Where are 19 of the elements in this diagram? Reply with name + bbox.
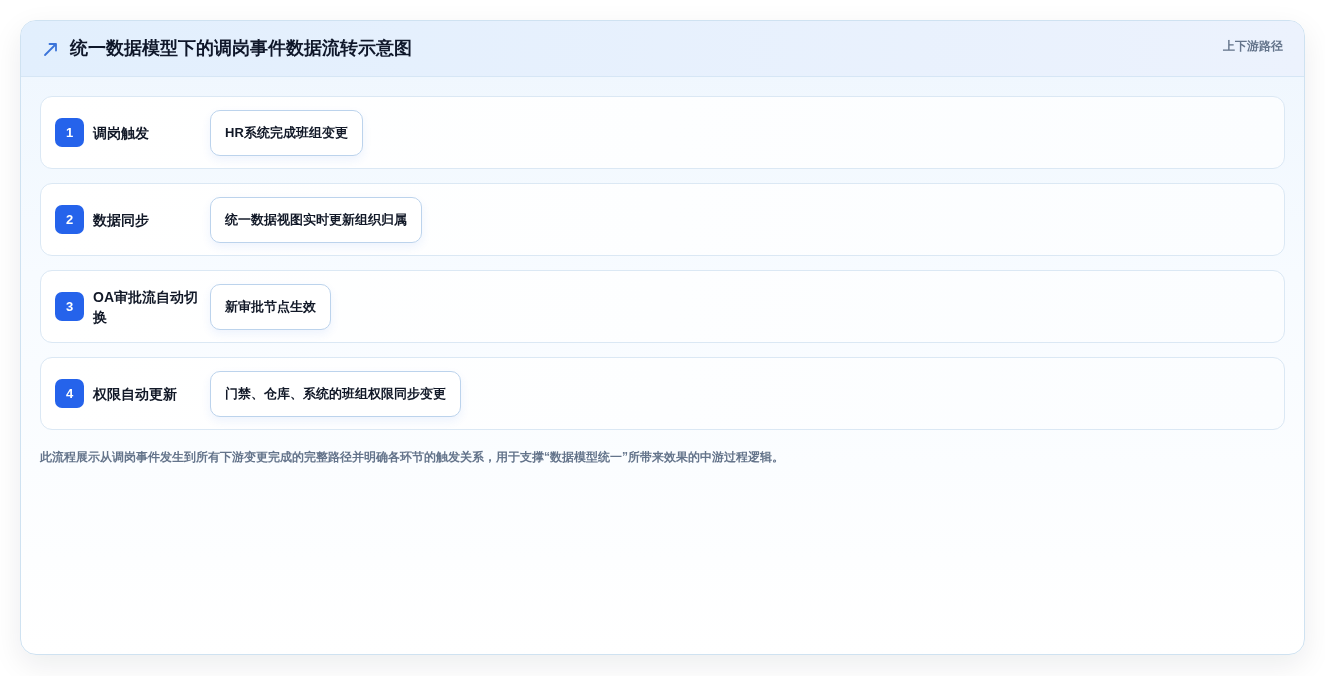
step-row-card xyxy=(40,270,1285,343)
step-number: 4 xyxy=(55,379,84,408)
diagram-title: 统一数据模型下的调岗事件数据流转示意图 xyxy=(70,37,412,60)
action-box: 统一数据视图实时更新组织归属 xyxy=(210,196,422,243)
caption-note: 此流程展示从调岗事件发生到所有下游变更完成的完整路径并明确各环节的触发关系，用于支撑“数据模型统一”所带来效果的中游过程逻辑。 xyxy=(40,449,785,466)
step-title: OA审批流自动切换 xyxy=(93,287,199,327)
step-title: 数据同步 xyxy=(93,210,150,230)
step-number: 2 xyxy=(55,205,84,234)
step-number: 3 xyxy=(55,292,84,321)
step-title: 调岗触发 xyxy=(93,123,150,143)
action-box: 新审批节点生效 xyxy=(210,283,331,330)
step-row-card xyxy=(40,357,1285,430)
step-row-card xyxy=(40,96,1285,169)
path-tag: 上下游路径 xyxy=(1223,37,1283,55)
step-title: 权限自动更新 xyxy=(93,384,178,404)
step-number: 1 xyxy=(55,118,84,147)
action-box: 门禁、仓库、系统的班组权限同步变更 xyxy=(210,370,461,417)
step-row-card xyxy=(40,183,1285,256)
action-box: HR系统完成班组变更 xyxy=(210,109,363,156)
